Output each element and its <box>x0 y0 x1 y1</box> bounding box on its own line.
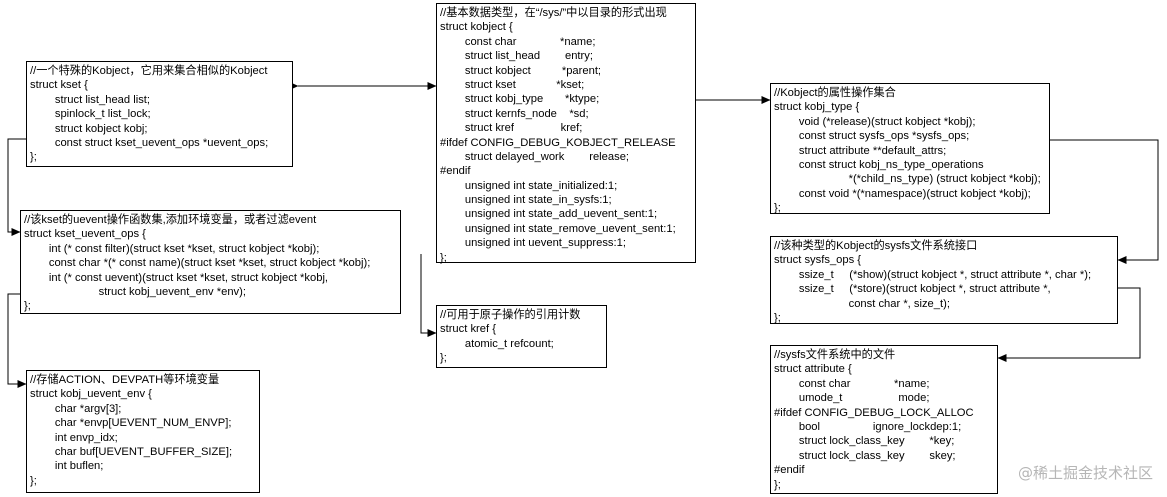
juejin-watermark: @稀土掘金技术社区 <box>1017 464 1153 482</box>
arrow-uevent-ops-to-env <box>7 293 27 388</box>
code-line: struct delayed_work release; <box>440 150 630 163</box>
struct-kref-box: //可用于原子操作的引用计数 struct kref { atomic_t ref… <box>436 305 607 368</box>
box-comment-line: //Kobject的属性操作集合 <box>774 87 896 99</box>
code-line: *(*child_ns_type) (struct kobject *kobj)… <box>774 173 1041 186</box>
code-line: struct kset { <box>30 79 88 92</box>
code-line: }; <box>774 311 781 324</box>
code-line: const struct sysfs_ops *sysfs_ops; <box>774 130 970 143</box>
code-line: int envp_idx; <box>30 431 118 444</box>
code-line: }; <box>440 251 447 264</box>
code-line: struct lock_class_key skey; <box>774 449 956 462</box>
struct-kset-box: //一个特殊的Kobject，它用来集合相似的Kobject struct kse… <box>26 61 293 167</box>
struct-kset-uevent-ops-box: //该kset的uevent操作函数集,添加环境变量，或者过滤event stru… <box>20 210 401 314</box>
code-line: struct list_head entry; <box>440 50 593 63</box>
code-line: struct list_head list; <box>30 93 150 106</box>
box-comment-line: //可用于原子操作的引用计数 <box>440 309 581 321</box>
code-line: int buflen; <box>30 460 104 473</box>
code-line: char *envp[UEVENT_NUM_ENVP]; <box>30 417 232 430</box>
code-line: const struct kset_uevent_ops *uevent_ops… <box>30 136 269 149</box>
code-line: struct kset_uevent_ops { <box>24 228 146 241</box>
struct-kobj-uevent-env-box: //存储ACTION、DEVPATH等环境变量 struct kobj_ueven… <box>26 370 260 493</box>
arrow-kset-to-uevent-ops <box>7 138 26 236</box>
code-line: void (*release)(struct kobject *kobj); <box>774 115 976 128</box>
code-line: }; <box>30 474 37 487</box>
code-line: spinlock_t list_lock; <box>30 108 151 121</box>
code-line: int (* const uevent)(struct kset *kset, … <box>24 271 329 284</box>
code-line: }; <box>24 300 31 313</box>
code-line: struct kobj_type *ktype; <box>440 93 600 106</box>
code-line: const char *name; <box>440 35 596 48</box>
code-line: struct kobject *parent; <box>440 64 602 77</box>
code-line: struct kref { <box>440 323 496 336</box>
box-comment-line: //该种类型的Kobject的sysfs文件系统接口 <box>774 240 978 252</box>
code-line: ssize_t (*show)(struct kobject *, struct… <box>774 268 1092 281</box>
code-line: struct kref kref; <box>440 122 583 135</box>
code-line: struct kset *kset; <box>440 78 585 91</box>
code-line: int (* const filter)(struct kset *kset, … <box>24 242 320 255</box>
struct-sysfs-ops-box: //该种类型的Kobject的sysfs文件系统接口 struct sysfs_o… <box>770 236 1118 324</box>
code-line: bool ignore_lockdep:1; <box>774 420 962 433</box>
code-line: ssize_t (*store)(struct kobject *, struc… <box>774 283 1051 296</box>
code-line: unsigned int state_remove_uevent_sent:1; <box>440 222 676 235</box>
code-line: atomic_t refcount; <box>440 337 554 350</box>
struct-kobj-type-box: //Kobject的属性操作集合 struct kobj_type { void … <box>770 83 1050 214</box>
code-line: struct kobject { <box>440 21 513 34</box>
code-line: }; <box>774 478 781 491</box>
code-line: const void *(*namespace)(struct kobject … <box>774 187 1031 200</box>
code-line: #endif <box>440 165 471 178</box>
code-line: struct kobject kobj; <box>30 122 148 135</box>
code-line: #ifdef CONFIG_DEBUG_KOBJECT_RELEASE <box>440 136 676 149</box>
code-line: #ifdef CONFIG_DEBUG_LOCK_ALLOC <box>774 406 974 419</box>
code-line: }; <box>774 202 781 215</box>
code-line: char buf[UEVENT_BUFFER_SIZE]; <box>30 445 233 458</box>
box-comment-line: //该kset的uevent操作函数集,添加环境变量，或者过滤event <box>24 214 317 226</box>
code-line: #endif <box>774 464 805 477</box>
box-comment-line: //存储ACTION、DEVPATH等环境变量 <box>30 374 220 386</box>
code-line: unsigned int state_initialized:1; <box>440 179 618 192</box>
code-line: unsigned int state_in_sysfs:1; <box>440 194 612 207</box>
code-line: }; <box>30 151 37 164</box>
struct-attribute-box: //sysfs文件系统中的文件 struct attribute { const … <box>770 345 998 494</box>
code-line: const struct kobj_ns_type_operations <box>774 158 984 171</box>
code-line: struct kobj_type { <box>774 101 860 114</box>
arrow-kobj-type-to-sysfs-ops <box>1050 139 1159 264</box>
code-line: struct lock_class_key *key; <box>774 435 955 448</box>
struct-kobject-box: //基本数据类型，在“/sys/”中以目录的形式出现 struct kobject… <box>436 3 696 264</box>
code-line: struct kobj_uevent_env { <box>30 388 152 401</box>
code-line: const char *(* const name)(struct kset *… <box>24 257 371 270</box>
code-line: struct kernfs_node *sd; <box>440 107 589 120</box>
code-line: struct attribute { <box>774 363 852 376</box>
code-line: umode_t mode; <box>774 392 930 405</box>
arrow-sysfs-ops-to-attribute <box>997 287 1141 362</box>
code-line: struct attribute **default_attrs; <box>774 144 947 157</box>
box-comment-line: //sysfs文件系统中的文件 <box>774 349 896 361</box>
code-line: const char *, size_t); <box>774 297 950 310</box>
code-line: char *argv[3]; <box>30 402 122 415</box>
code-line: struct sysfs_ops { <box>774 254 862 267</box>
code-line: struct kobj_uevent_env *env); <box>24 285 246 298</box>
code-line: }; <box>440 352 447 365</box>
code-line: unsigned int state_add_uevent_sent:1; <box>440 208 658 221</box>
code-line: const char *name; <box>774 377 930 390</box>
code-line: unsigned int uevent_suppress:1; <box>440 237 626 250</box>
box-comment-line: //基本数据类型，在“/sys/”中以目录的形式出现 <box>440 7 667 19</box>
arrow-kref-link <box>420 254 437 337</box>
box-comment-line: //一个特殊的Kobject，它用来集合相似的Kobject <box>30 65 268 77</box>
